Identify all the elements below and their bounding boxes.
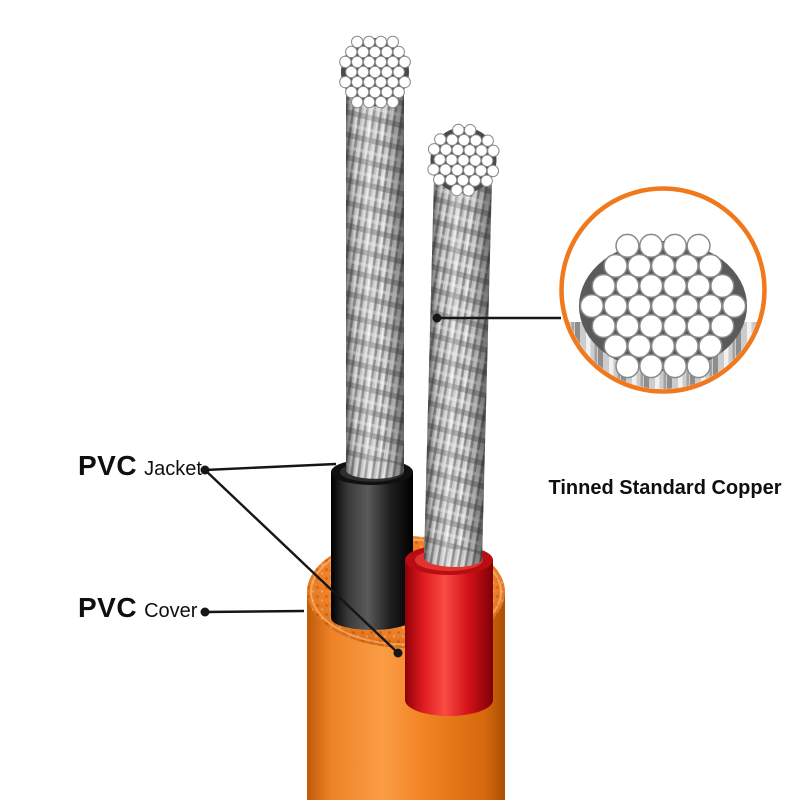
cover-pointer-line bbox=[204, 609, 305, 614]
jacket-pointer-line-red bbox=[204, 469, 399, 654]
jacket-pointer-line-black bbox=[204, 462, 337, 472]
cover-label-dot bbox=[200, 607, 210, 617]
label-pvc-jacket: PVC Jacket bbox=[78, 450, 202, 482]
label-pvc-cover: PVC Cover bbox=[78, 592, 197, 624]
right-strand-shading bbox=[424, 159, 493, 561]
right-wire-strands bbox=[424, 123, 500, 568]
pvc-jacket-red bbox=[405, 545, 493, 716]
red-jacket-base bbox=[405, 684, 493, 716]
label-pvc-cover-part: Cover bbox=[144, 600, 198, 622]
pvc-jacket-black bbox=[331, 459, 413, 630]
black-jacket-base bbox=[331, 606, 413, 630]
red-jacket-body bbox=[405, 560, 493, 700]
jacket-label-dot bbox=[200, 465, 210, 475]
label-pvc-cover-material: PVC bbox=[78, 592, 138, 623]
magnifier-source-dot bbox=[432, 313, 442, 323]
magnifier-caption: Tinned Standard Copper bbox=[548, 477, 782, 499]
left-wire-strand-tips bbox=[339, 35, 411, 109]
right-strand-entry-cap-shading bbox=[424, 548, 483, 568]
label-pvc-jacket-material: PVC bbox=[78, 450, 138, 481]
right-wire-strand-tips bbox=[427, 123, 500, 197]
left-wire-strands bbox=[346, 70, 404, 479]
black-jacket-body bbox=[331, 472, 413, 618]
magnifier-ring bbox=[559, 186, 767, 394]
label-pvc-jacket-part: Jacket bbox=[144, 458, 202, 480]
annotations bbox=[200, 313, 561, 658]
magnifier-strand-tips bbox=[578, 233, 748, 379]
left-strand-shading bbox=[346, 70, 404, 470]
jacket-pointer-end-dot bbox=[393, 648, 403, 658]
magnifier bbox=[559, 186, 767, 394]
left-strand-entry-cap-shading bbox=[346, 461, 404, 479]
